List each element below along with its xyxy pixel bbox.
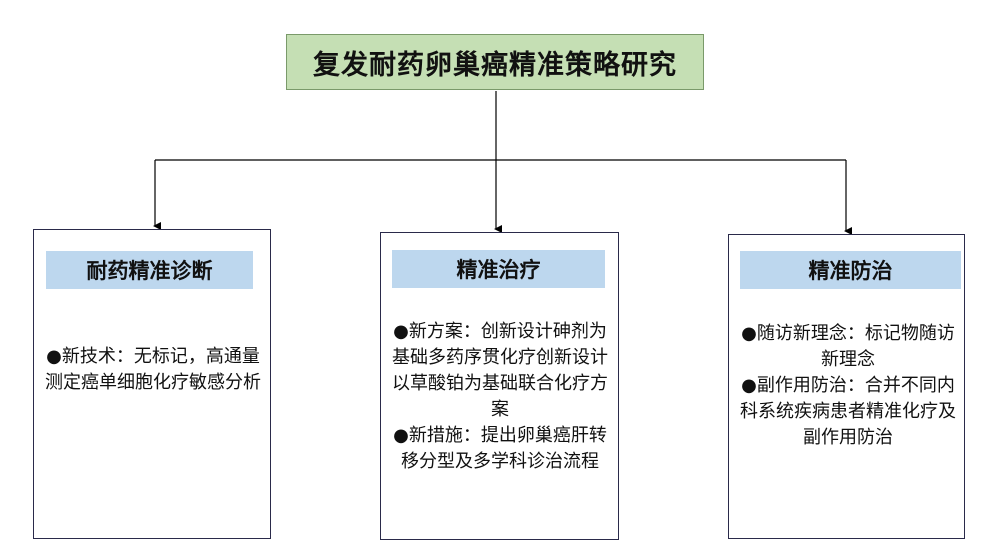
branch-treatment: 精准治疗 ●新方案：创新设计砷剂为基础多药序贯化疗创新设计以草酸铂为基础联合化疗…: [380, 232, 619, 540]
branch-diagnosis-title: 耐药精准诊断: [46, 251, 253, 289]
treatment-point-1: ●新方案：创新设计砷剂为基础多药序贯化疗创新设计以草酸铂为基础联合化疗方案: [392, 321, 608, 420]
branch-prevention-title: 精准防治: [740, 251, 961, 289]
branch-treatment-title: 精准治疗: [392, 250, 605, 288]
prevention-point-1: ●随访新理念：标记物随访新理念: [741, 323, 955, 370]
diagnosis-point-1: ●新技术：无标记，高通量测定癌单细胞化疗敏感分析: [45, 346, 261, 393]
branch-treatment-body: ●新方案：创新设计砷剂为基础多药序贯化疗创新设计以草酸铂为基础联合化疗方案 ●新…: [391, 319, 609, 475]
branch-diagnosis: 耐药精准诊断 ●新技术：无标记，高通量测定癌单细胞化疗敏感分析: [33, 229, 271, 539]
root-title-box: 复发耐药卵巢癌精准策略研究: [286, 34, 704, 90]
branch-diagnosis-body: ●新技术：无标记，高通量测定癌单细胞化疗敏感分析: [42, 344, 264, 396]
branch-prevention: 精准防治 ●随访新理念：标记物随访新理念 ●副作用防治：合并不同内科系统疾病患者…: [728, 234, 965, 539]
prevention-point-2: ●副作用防治：合并不同内科系统疾病患者精准化疗及副作用防治: [740, 375, 956, 448]
branch-prevention-body: ●随访新理念：标记物随访新理念 ●副作用防治：合并不同内科系统疾病患者精准化疗及…: [738, 321, 958, 451]
treatment-point-2: ●新措施：提出卵巢癌肝转移分型及多学科诊治流程: [393, 425, 607, 472]
